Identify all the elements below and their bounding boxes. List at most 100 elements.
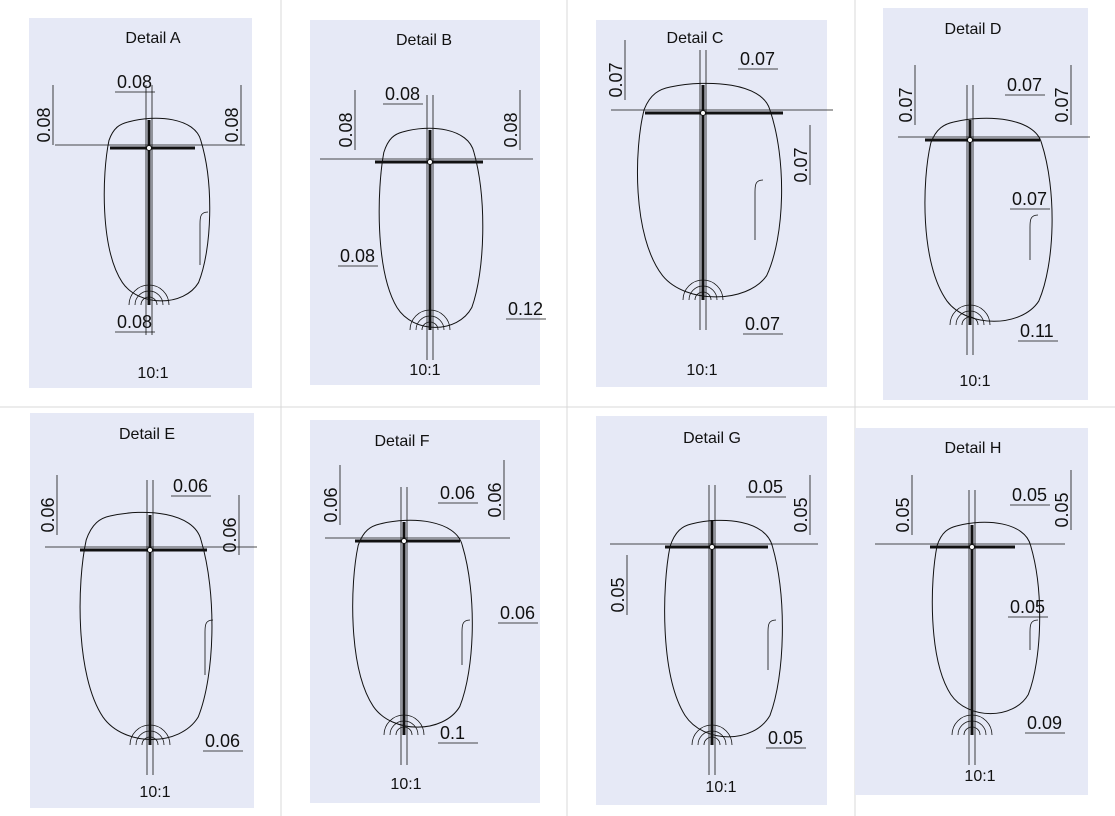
dimension-label: 0.08 — [385, 84, 420, 104]
detail-title: Detail G — [683, 430, 741, 447]
dimension-label: 0.05 — [1010, 597, 1045, 617]
dimension-label: 0.05 — [748, 477, 783, 497]
dimension-label: 0.06 — [205, 731, 240, 751]
dimension-label: 0.07 — [745, 314, 780, 334]
dimension-label: 0.05 — [768, 728, 803, 748]
part-outline — [103, 117, 211, 302]
intersection-point — [146, 145, 152, 151]
detail-panel — [596, 20, 827, 387]
end-arc — [694, 291, 712, 301]
end-arc — [682, 279, 724, 301]
end-arc — [688, 285, 718, 301]
detail-g: Detail G 0.05 0.05 0.05 0.05 10:1 — [596, 416, 827, 805]
notch-feature — [1029, 214, 1039, 260]
dimension-label: 0.05 — [791, 497, 811, 532]
detail-d: Detail D 0.07 0.07 0.07 0.07 0.11 10:1 — [883, 8, 1090, 400]
scale-label: 10:1 — [964, 768, 995, 785]
dimension-label: 0.06 — [38, 497, 58, 532]
dimension-label: 0.05 — [608, 577, 628, 612]
detail-title: Detail B — [396, 32, 452, 49]
scale-label: 10:1 — [959, 373, 990, 390]
dimension-label: 0.07 — [606, 62, 626, 97]
scale-label: 10:1 — [390, 776, 421, 793]
dimension-label: 0.06 — [321, 487, 341, 522]
intersection-point — [401, 538, 407, 544]
end-arc — [135, 730, 165, 746]
dimension-label: 0.08 — [34, 107, 54, 142]
part-outline — [352, 519, 473, 728]
dimension-label: 0.08 — [222, 107, 242, 142]
dimension-label: 0.08 — [501, 112, 521, 147]
part-outline — [637, 82, 783, 298]
scale-label: 10:1 — [409, 362, 440, 379]
notch-feature — [204, 619, 214, 675]
detail-title: Detail H — [945, 440, 1002, 457]
dimension-label: 0.05 — [1012, 485, 1047, 505]
dimension-label: 0.06 — [440, 483, 475, 503]
scale-label: 10:1 — [139, 784, 170, 801]
dimension-label: 0.06 — [220, 517, 240, 552]
end-arc — [961, 316, 979, 326]
scale-label: 10:1 — [137, 365, 168, 382]
dimension-label: 0.08 — [117, 72, 152, 92]
detail-title: Detail A — [125, 30, 180, 47]
intersection-point — [969, 544, 975, 550]
notch-feature — [199, 211, 209, 265]
dimension-label: 0.09 — [1027, 713, 1062, 733]
scale-label: 10:1 — [686, 362, 717, 379]
detail-title: Detail F — [374, 433, 429, 450]
dimension-label: 0.05 — [893, 497, 913, 532]
detail-panel — [883, 8, 1088, 400]
end-arc — [141, 736, 159, 746]
end-arc — [134, 290, 164, 306]
end-arc — [389, 720, 419, 736]
intersection-point — [147, 547, 153, 553]
end-arc — [128, 284, 170, 306]
detail-e: Detail E 0.06 0.06 0.06 0.06 10:1 — [30, 413, 257, 808]
detail-title: Detail E — [119, 426, 175, 443]
end-arc — [691, 724, 733, 746]
scale-label: 10:1 — [705, 779, 736, 796]
dimension-label: 0.08 — [336, 112, 356, 147]
intersection-point — [967, 137, 973, 143]
detail-title: Detail D — [945, 21, 1002, 38]
detail-b: Detail B 0.08 0.08 0.08 0.08 0.12 10:1 — [310, 20, 546, 385]
dimension-label: 0.06 — [485, 482, 505, 517]
dimension-label: 0.08 — [340, 246, 375, 266]
detail-panel — [310, 20, 540, 385]
end-arc — [951, 714, 993, 736]
end-arc — [409, 309, 451, 331]
end-arc — [421, 321, 439, 331]
detail-panel — [30, 413, 254, 808]
end-arc — [957, 720, 987, 736]
dimension-label: 0.07 — [791, 147, 811, 182]
dimension-label: 0.06 — [173, 476, 208, 496]
end-arc — [383, 714, 425, 736]
detail-title: Detail C — [667, 30, 724, 47]
dimension-label: 0.07 — [1012, 189, 1047, 209]
intersection-point — [427, 159, 433, 165]
dimension-label: 0.06 — [500, 603, 535, 623]
dimension-label: 0.07 — [1052, 87, 1072, 122]
detail-panel — [310, 420, 540, 803]
dimension-label: 0.07 — [1007, 75, 1042, 95]
end-arc — [963, 726, 981, 736]
dimension-label: 0.07 — [740, 49, 775, 69]
end-arc — [697, 730, 727, 746]
end-arc — [415, 315, 445, 331]
notch-feature — [461, 619, 471, 665]
end-arc — [703, 736, 721, 746]
dimension-label: 0.11 — [1020, 321, 1054, 341]
detail-panel — [29, 18, 252, 388]
part-outline — [664, 519, 783, 738]
dimension-label: 0.12 — [508, 299, 543, 319]
dimension-label: 0.07 — [896, 87, 916, 122]
end-arc — [955, 310, 985, 326]
detail-c: Detail C 0.07 0.07 0.07 0.07 10:1 — [596, 20, 833, 387]
dimension-label: 0.08 — [117, 312, 152, 332]
detail-a: Detail A 0.08 0.08 0.08 0.08 10:1 — [29, 18, 252, 388]
